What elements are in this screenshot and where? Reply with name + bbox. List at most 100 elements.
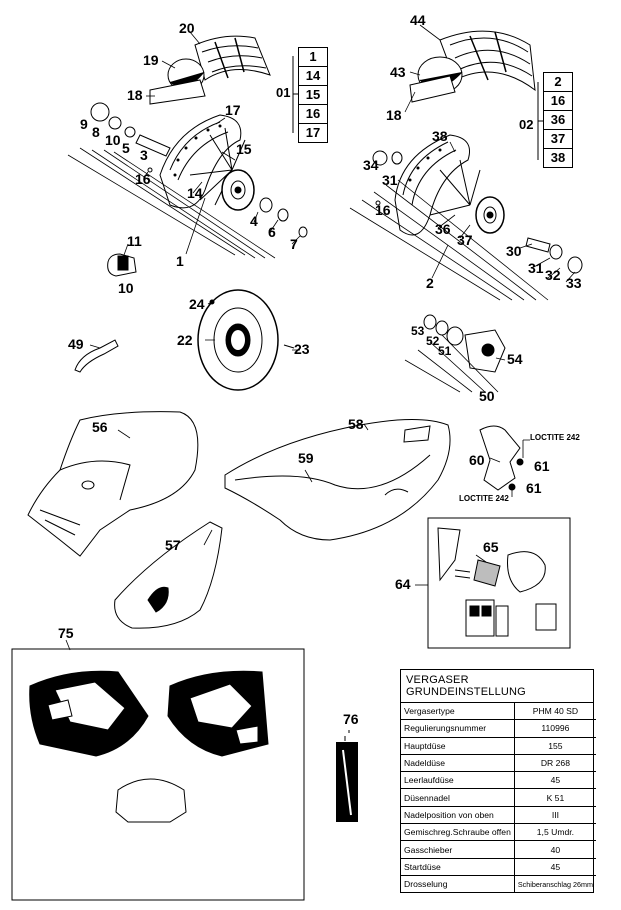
row-label: Nadeldüse: [401, 753, 515, 772]
row-label: Leerlaufdüse: [401, 771, 515, 789]
set-01-item: 14: [299, 67, 327, 86]
callout-20: 20: [179, 20, 195, 36]
callout-16-front: 16: [135, 171, 151, 187]
callout-64: 64: [395, 576, 411, 592]
row-value: 40: [513, 840, 596, 859]
callout-32: 32: [545, 267, 561, 283]
callout-38: 38: [432, 128, 448, 144]
loctite-note-bottom: LOCTITE 242: [459, 494, 509, 503]
callout-4: 4: [250, 213, 258, 229]
callout-16-rear: 16: [375, 202, 391, 218]
callout-60: 60: [469, 452, 485, 468]
set-02-item: 2: [544, 73, 572, 92]
callout-9: 9: [80, 116, 88, 132]
callout-61-bottom: 61: [526, 480, 542, 496]
callout-5: 5: [122, 140, 130, 156]
row-value: III: [513, 805, 596, 824]
callout-43: 43: [390, 64, 406, 80]
callout-15: 15: [236, 141, 252, 157]
row-label: Nadelposition von oben: [401, 805, 515, 824]
front-tire-drawing: [149, 35, 271, 105]
carburetor-table-title: VERGASER GRUNDEINSTELLUNG: [401, 670, 593, 703]
callout-2: 2: [426, 275, 434, 291]
callout-52: 52: [426, 334, 440, 348]
callout-75: 75: [58, 625, 74, 641]
callout-34: 34: [363, 157, 379, 173]
loctite-note-top: LOCTITE 242: [530, 433, 580, 442]
left-tank-decal-drawing: [29, 670, 149, 757]
row-value: 45: [513, 771, 596, 789]
callout-11: 11: [127, 233, 142, 249]
callout-14: 14: [187, 185, 203, 201]
callout-30: 30: [506, 243, 522, 259]
callout-19: 19: [143, 52, 159, 68]
front-wheel-drawing: [90, 102, 308, 238]
row-label: Regulierungsnummer: [401, 719, 515, 738]
callout-17: 17: [225, 102, 241, 118]
callout-24: 24: [189, 296, 205, 312]
row-label: Gasschieber: [401, 840, 515, 859]
row-label: Startdüse: [401, 857, 515, 876]
callout-53: 53: [411, 324, 425, 338]
set-02-item: 37: [544, 130, 572, 149]
set-01-item: 17: [305, 125, 321, 140]
callout-10-speedo: 10: [118, 280, 134, 296]
rear-fender-drawing: [27, 411, 199, 557]
rear-tire-drawing: [409, 30, 536, 103]
callout-23: 23: [294, 341, 310, 357]
set-02-item: 36: [544, 111, 572, 130]
callout-31-left: 31: [382, 172, 398, 188]
callout-65: 65: [483, 539, 499, 555]
row-label: Drosselung: [401, 874, 515, 893]
set-02-item: 16: [544, 92, 572, 111]
set-01-label: 01: [276, 85, 291, 100]
callout-61-top: 61: [534, 458, 550, 474]
callout-54: 54: [507, 351, 523, 367]
row-label: Vergasertype: [404, 706, 455, 717]
callout-50: 50: [479, 388, 495, 404]
rear-wheel-drawing: [372, 134, 583, 274]
callout-36: 36: [435, 221, 451, 237]
callout-18-front: 18: [127, 87, 143, 103]
row-label: Düsennadel: [401, 788, 515, 807]
callout-6: 6: [268, 224, 276, 240]
decal-kit-frame: [11, 648, 305, 901]
side-cover-drawing: [114, 521, 223, 629]
bracket-drawing: [479, 425, 521, 491]
callout-3: 3: [140, 147, 148, 163]
callout-18-rear: 18: [386, 107, 402, 123]
callout-37: 37: [457, 232, 473, 248]
row-value: K 51: [513, 788, 596, 807]
number-plate-decal-drawing: [115, 778, 187, 823]
set-02-box: 2 16 36 37 38: [543, 72, 573, 168]
row-label: Gemischreg.Schraube offen: [401, 823, 515, 841]
set-01-box: 1 14 15 16 17: [298, 47, 328, 143]
callout-59: 59: [298, 450, 314, 466]
row-value: 155: [513, 736, 596, 755]
set-02-item: 38: [550, 150, 566, 165]
speedo-drive-drawing: [107, 253, 137, 277]
callout-56: 56: [92, 419, 108, 435]
callout-1: 1: [176, 253, 184, 269]
row-value: DR 268: [513, 753, 596, 772]
set-02-label: 02: [519, 117, 534, 132]
set-01-item: 15: [299, 86, 327, 105]
callout-22: 22: [177, 332, 193, 348]
callout-57: 57: [165, 537, 181, 553]
set-01-item: 1: [299, 48, 327, 67]
row-value: 45: [513, 857, 596, 876]
callout-76: 76: [343, 711, 359, 727]
right-tank-decal-drawing: [167, 670, 269, 757]
callout-10-front: 10: [105, 132, 121, 148]
callout-49: 49: [68, 336, 84, 352]
leader-lines: [65, 24, 576, 651]
